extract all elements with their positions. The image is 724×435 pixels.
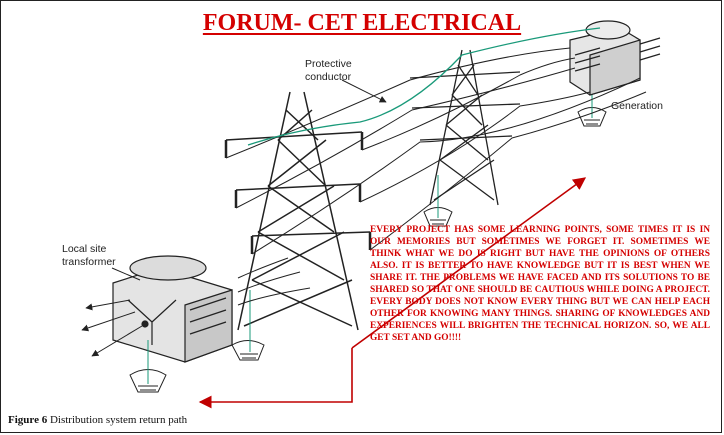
generation-label: Generation <box>611 100 663 112</box>
local-label-line1: Local site <box>62 243 107 255</box>
local-site-transformer <box>112 255 233 363</box>
back-tower-earth-pit <box>423 175 453 227</box>
generation-earth-pit <box>577 95 607 127</box>
generation-station <box>569 20 661 96</box>
protective-conductor-line <box>247 27 601 146</box>
transformer-outgoing-arrows <box>81 299 143 357</box>
local-label-pointer <box>111 267 141 281</box>
back-tower <box>409 49 521 206</box>
front-tower <box>225 91 371 331</box>
page-title: FORUM- CET ELECTRICAL <box>0 10 724 37</box>
return-path-arrow-down <box>198 348 353 409</box>
figure-caption: Figure 6 Distribution system return path <box>8 414 187 426</box>
figure-number: Figure 6 <box>8 414 48 426</box>
protective-label-line2: conductor <box>305 71 352 83</box>
local-transformer-label: Local site transformer <box>62 243 116 269</box>
page-title-text: FORUM- CET ELECTRICAL <box>202 10 522 36</box>
return-path-arrow-up <box>351 177 587 349</box>
front-tower-earth-pit <box>231 290 265 361</box>
front-tower-insulators <box>224 132 372 254</box>
figure-caption-text: Distribution system return path <box>47 414 188 426</box>
protective-conductor-label: Protective conductor <box>305 58 352 84</box>
protective-label-line1: Protective <box>305 58 352 70</box>
local-label-line2: transformer <box>62 256 116 268</box>
sharing-note: EVERY PROJECT HAS SOME LEARNING POINTS, … <box>370 225 710 343</box>
overhead-conductors <box>225 47 647 306</box>
protective-label-pointer <box>341 79 387 103</box>
transformer-earth-pit <box>129 340 167 393</box>
